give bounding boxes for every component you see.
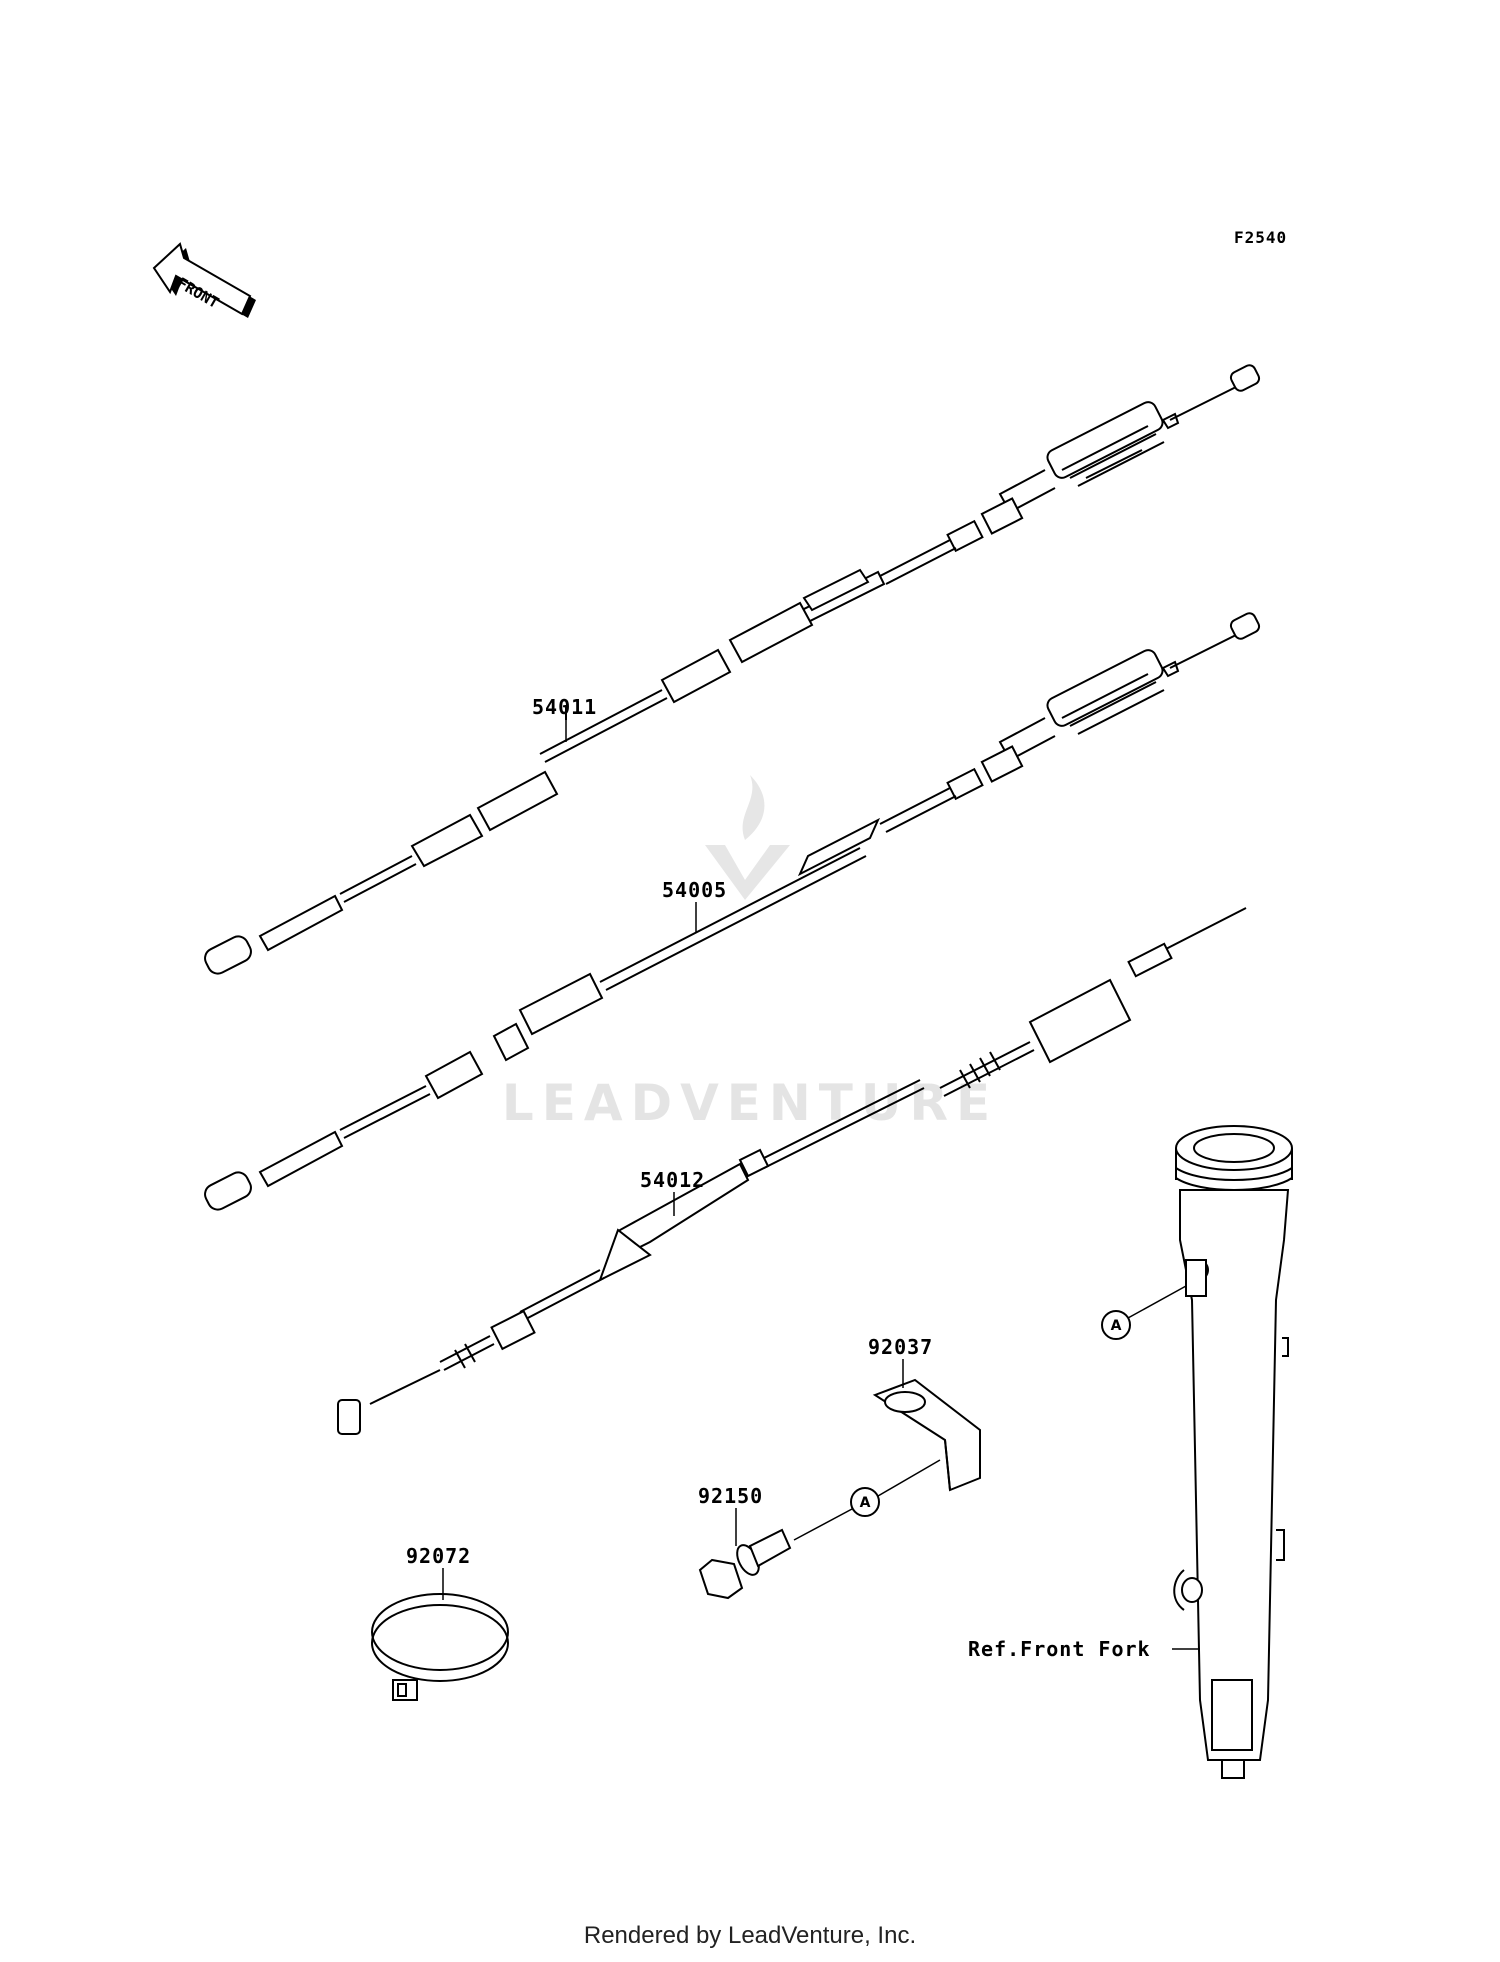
clamp-92037[interactable] — [872, 1378, 981, 1492]
part-label-92150[interactable]: 92150 — [698, 1484, 763, 1508]
reference-mark-a-1: A — [793, 1459, 941, 1541]
reference-letter: A — [1111, 1318, 1122, 1334]
part-label-54011[interactable]: 54011 — [532, 695, 597, 719]
part-label-92037[interactable]: 92037 — [868, 1335, 933, 1359]
part-label-54005[interactable]: 54005 — [662, 878, 727, 902]
part-label-92072[interactable]: 92072 — [406, 1544, 471, 1568]
front-arrow-icon: FRONT — [152, 242, 256, 318]
watermark-text: LEADVENTURE — [502, 1074, 998, 1132]
footer-credit: Rendered by LeadVenture, Inc. — [583, 1922, 917, 1949]
cable-54012[interactable] — [337, 907, 1247, 1435]
reference-letter: A — [860, 1495, 871, 1511]
reference-mark-a-2: A — [1101, 1285, 1187, 1340]
cable-54011[interactable] — [202, 363, 1262, 977]
front-fork-reference — [1173, 1125, 1293, 1779]
diagram-code: F2540 — [1234, 228, 1287, 247]
ref-front-fork-label: Ref.Front Fork — [968, 1637, 1151, 1661]
bolt-92150[interactable] — [698, 1528, 792, 1600]
part-label-54012[interactable]: 54012 — [640, 1168, 705, 1192]
cable-54005[interactable] — [202, 611, 1262, 1213]
leadventure-watermark: LEADVENTURE — [502, 775, 998, 1132]
cable-tie-92072[interactable] — [371, 1593, 509, 1701]
